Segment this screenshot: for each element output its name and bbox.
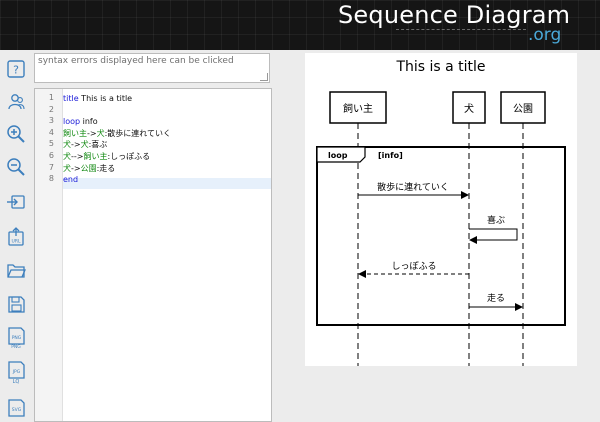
header-grid-pattern — [0, 0, 600, 50]
active-line-highlight — [63, 178, 271, 189]
code-token: 犬 — [63, 140, 71, 150]
share-url-button[interactable]: URL — [6, 227, 26, 247]
loop-condition: [info] — [378, 151, 403, 160]
code-token: 犬 — [80, 140, 89, 150]
app-header: Sequence Diagram .org — [0, 0, 600, 50]
import-button[interactable] — [6, 192, 26, 212]
logo-suffix: .org — [528, 25, 562, 45]
import-icon — [7, 195, 25, 209]
export-svg-button[interactable]: SVG — [6, 398, 26, 418]
line-number: 6 — [48, 151, 54, 160]
message-2-label: 喜ぶ — [487, 214, 505, 226]
code-token: --> — [71, 152, 84, 161]
save-icon — [8, 296, 25, 313]
zoom-out-button[interactable] — [6, 157, 26, 177]
participant-park-label: 公園 — [513, 103, 533, 115]
code-token: 犬 — [96, 128, 105, 138]
line-number: 7 — [48, 162, 54, 172]
syntax-error-placeholder: syntax errors displayed here can be clic… — [38, 56, 234, 66]
code-token: title — [63, 94, 79, 103]
code-token: :散歩に連れていく — [104, 128, 172, 138]
code-line: 犬->犬:喜ぶ — [63, 139, 107, 150]
code-line: end — [63, 174, 78, 185]
code-token: 犬 — [63, 152, 71, 161]
code-token: loop — [63, 117, 81, 127]
code-token: -> — [71, 140, 81, 150]
left-toolbar: ? — [0, 50, 32, 422]
participant-owner: 飼い主 — [329, 91, 387, 124]
svg-text:?: ? — [13, 64, 19, 77]
svg-text:PNG: PNG — [12, 335, 22, 341]
message-4-label: 走る — [487, 293, 505, 304]
code-line: 犬->公園:走る — [63, 163, 115, 174]
loop-fragment: loop [info] — [316, 146, 566, 326]
export-png-caption: PNG — [11, 345, 21, 350]
diagram-title: This is a title — [395, 59, 485, 75]
svg-text:JPG: JPG — [12, 369, 21, 375]
code-token: end — [63, 175, 79, 185]
sequence-diagram: This is a title 飼い主 犬 公園 loop [info] 散歩に… — [316, 59, 566, 366]
code-token: 飼い主 — [63, 128, 87, 138]
line-number: 3 — [48, 116, 54, 126]
syntax-error-box[interactable]: syntax errors displayed here can be clic… — [34, 53, 270, 83]
svg-text:SVG: SVG — [12, 407, 22, 413]
export-png-button[interactable]: PNG PNG — [6, 326, 26, 354]
message-3-label: しっぽふる — [391, 261, 436, 272]
code-token: 飼い主 — [83, 152, 108, 161]
help-button[interactable]: ? — [6, 59, 26, 79]
participant-owner-label: 飼い主 — [343, 102, 373, 115]
save-button[interactable] — [6, 294, 26, 314]
line-number: 1 — [48, 93, 54, 102]
diagram-canvas: This is a title 飼い主 犬 公園 loop [info] 散歩に… — [305, 53, 577, 366]
share-url-icon: URL — [8, 227, 24, 246]
export-svg-icon: SVG — [8, 399, 25, 417]
help-icon: ? — [7, 60, 25, 78]
message-1: 散歩に連れていく — [358, 181, 469, 199]
participants-icon — [8, 94, 25, 110]
zoom-out-icon — [7, 158, 25, 176]
export-jpg-button[interactable]: JPG LQ — [6, 360, 26, 388]
code-line: 飼い主->犬:散歩に連れていく — [63, 128, 171, 139]
code-token: -> — [87, 128, 97, 138]
code-line: loop info — [63, 116, 98, 127]
code-token: :喜ぶ — [88, 140, 108, 150]
open-button[interactable] — [6, 260, 26, 280]
resize-grip[interactable] — [260, 73, 268, 81]
code-token: 公園 — [80, 163, 97, 173]
svg-text:URL: URL — [12, 239, 21, 245]
code-token: :走る — [96, 163, 116, 173]
zoom-in-icon — [7, 125, 25, 143]
code-token: info — [80, 117, 98, 127]
code-line: 犬-->飼い主:しっぽふる — [63, 151, 150, 162]
message-1-label: 散歩に連れていく — [377, 181, 449, 193]
logo-underline — [396, 29, 526, 30]
line-number: 8 — [48, 174, 54, 184]
export-png-icon: PNG — [8, 327, 25, 345]
message-4: 走る — [469, 293, 523, 311]
code-token: -> — [71, 163, 81, 173]
participant-park: 公園 — [500, 91, 546, 124]
zoom-in-button[interactable] — [6, 124, 26, 144]
export-jpg-icon: JPG — [8, 361, 25, 379]
export-jpg-caption: LQ — [12, 379, 20, 385]
open-folder-icon — [7, 264, 26, 278]
message-3: しっぽふる — [358, 261, 469, 278]
code-token: This is a title — [78, 94, 133, 103]
line-number: 5 — [48, 139, 54, 149]
line-number: 2 — [48, 104, 54, 114]
loop-keyword: loop — [328, 151, 348, 160]
code-token: 犬 — [63, 163, 71, 173]
message-2: 喜ぶ — [469, 214, 518, 244]
logo-title: Sequence Diagram — [338, 1, 571, 29]
line-number: 4 — [48, 127, 54, 137]
code-line: title This is a title — [63, 93, 132, 104]
participant-dog-label: 犬 — [464, 102, 474, 115]
participant-dog: 犬 — [452, 91, 486, 124]
code-token: :しっぽふる — [107, 152, 151, 161]
participants-button[interactable] — [6, 92, 26, 112]
